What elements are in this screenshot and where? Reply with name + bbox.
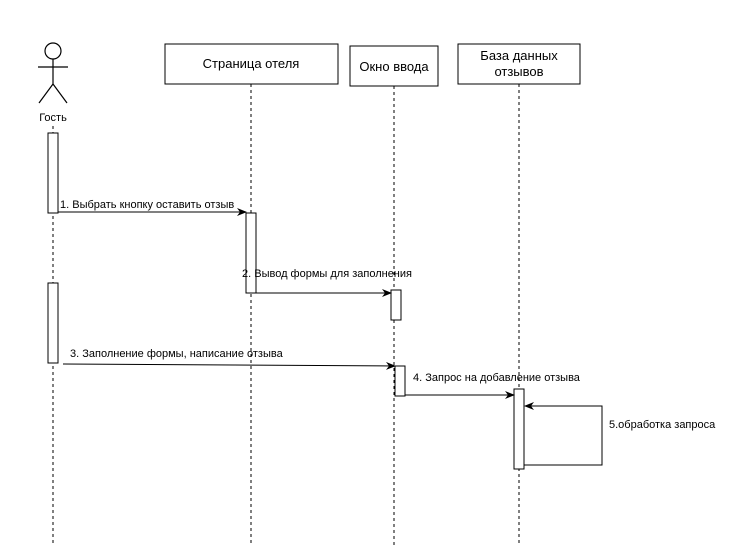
participant-hotel-page: Страница отеля [164,43,339,85]
message-4: 4. Запрос на добавление отзыва [405,372,581,399]
participant-database: База данных отзывов [457,43,581,85]
activation-input-window-2 [394,365,406,397]
message-3: 3. Заполнение формы, написание отзыва [62,348,396,370]
participant-box [457,43,581,85]
message-2: 2. Вывод формы для заполнения [242,268,412,297]
participant-label-line1: База данных [480,48,558,63]
actor-guest: Гость [38,42,68,124]
activation-input-window-1 [390,289,402,321]
actor-right-leg [52,83,68,104]
lifelines [52,84,520,545]
participant-input-window: Окно ввода [349,45,439,87]
activation-guest-1 [47,132,59,214]
actor-left-leg [38,83,54,104]
message-5-self: 5.обработка запроса [524,402,716,466]
participant-label: Окно ввода [359,59,429,74]
message-label: 2. Вывод формы для заполнения [242,268,412,280]
activation-hotel-page [245,212,257,294]
actor-head [44,42,62,60]
message-label: 5.обработка запроса [609,419,716,431]
activations [47,132,525,470]
participant-box [164,43,339,85]
participant-box [349,45,439,87]
message-label: 3. Заполнение формы, написание отзыва [70,348,284,360]
activation-database [513,388,525,470]
message-label: 1. Выбрать кнопку оставить отзыв [60,199,234,211]
activation-guest-2 [47,282,59,364]
actor-label: Гость [39,112,67,124]
message-arrow [524,402,603,466]
message-arrow [62,361,396,370]
participant-label-line2: отзывов [494,64,543,79]
message-label: 4. Запрос на добавление отзыва [413,372,581,384]
message-1: 1. Выбрать кнопку оставить отзыв [58,199,247,216]
participant-label: Страница отеля [203,56,300,71]
